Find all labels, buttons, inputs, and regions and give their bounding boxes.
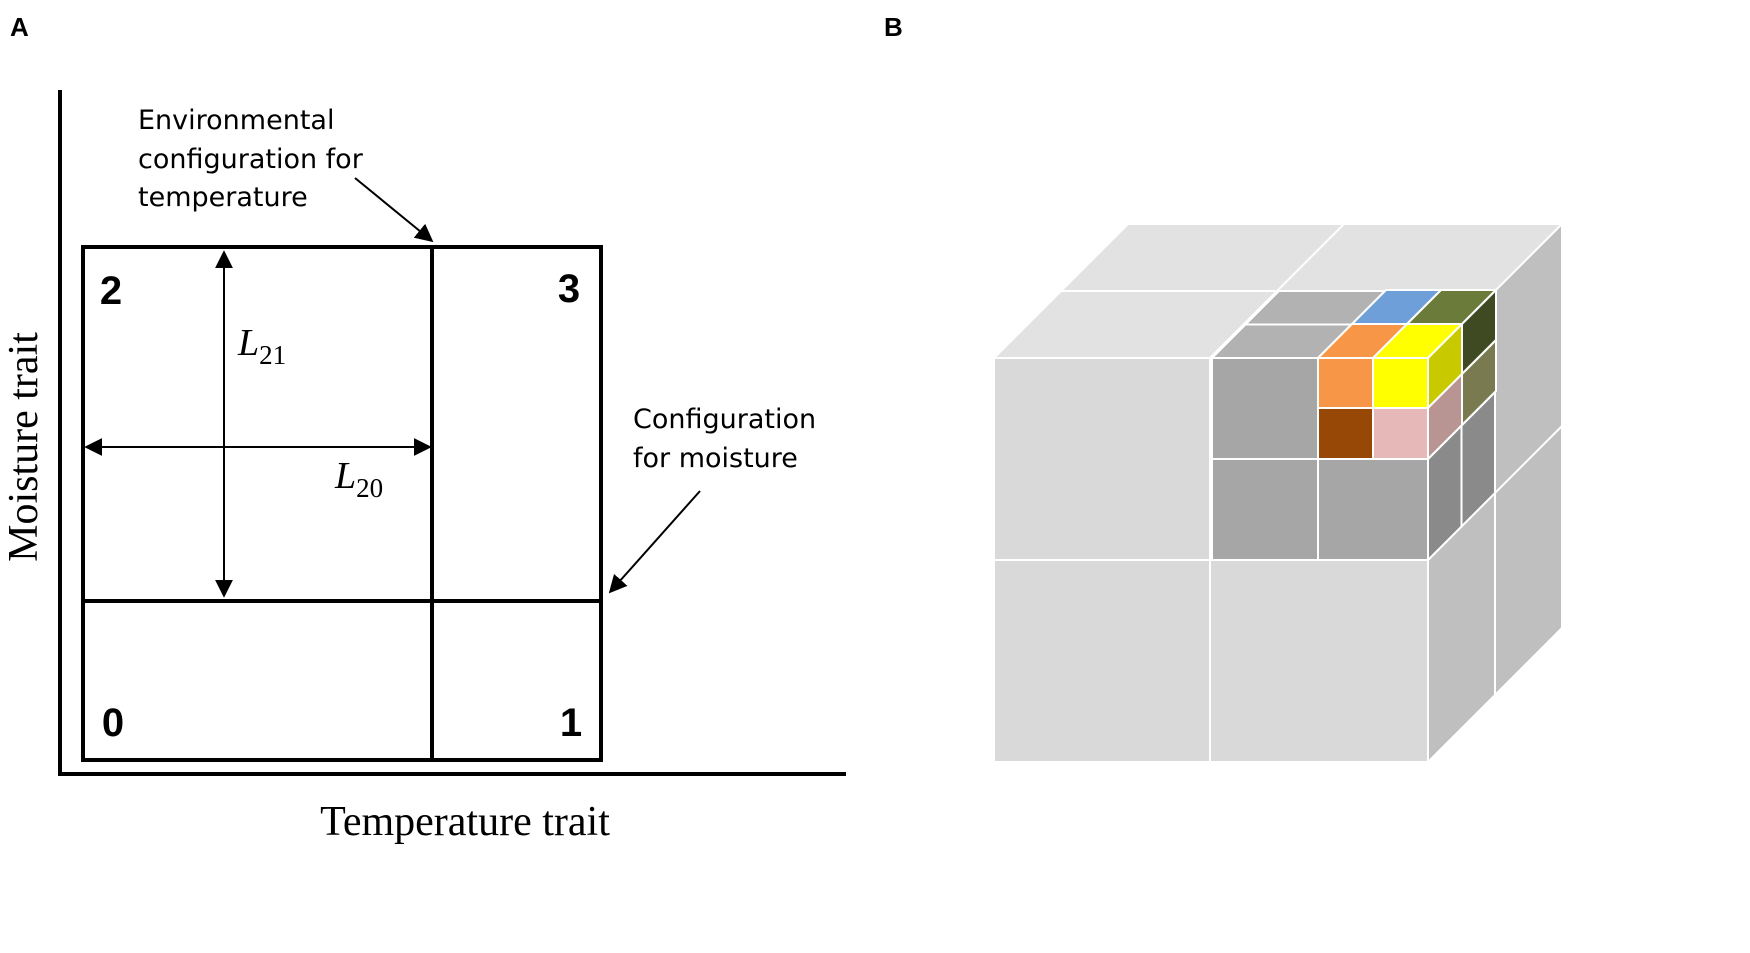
level2-front-bottom-left: [1211, 458, 1319, 561]
sub-cube-front-top-left: [993, 357, 1211, 561]
y-axis-label: Moisture trait: [1, 332, 47, 562]
quadrant-2-label: 2: [100, 269, 122, 313]
quadrant-1-label: 1: [560, 701, 582, 745]
temperature-annotation-line-2: configuration for: [138, 144, 364, 175]
moisture-annotation-arrow: [608, 490, 701, 594]
l21-label: L21: [237, 322, 286, 370]
quadrant-3-label: 3: [558, 267, 580, 311]
level3-front-top-right: [1372, 357, 1429, 409]
big-cube-top-divider-1: [1209, 223, 1345, 359]
level3-front-bottom-left: [1317, 407, 1374, 460]
temperature-annotation: Environmental configuration for temperat…: [138, 105, 434, 243]
panel-a-letter: A: [10, 12, 29, 42]
moisture-annotation: Configuration for moisture: [608, 404, 816, 594]
sub-cube-front-bottom-right: [1209, 559, 1429, 763]
panel-a: A Temperature trait Moisture trait 0 1 2…: [1, 12, 846, 845]
panel-b: B: [884, 12, 1563, 763]
nested-cube-diagram: [993, 223, 1563, 763]
quadrant-0-label: 0: [102, 701, 124, 745]
temperature-annotation-arrow: [354, 177, 434, 243]
temperature-annotation-line-1: Environmental: [138, 105, 334, 136]
moisture-annotation-line-1: Configuration: [633, 404, 816, 435]
level2-front-bottom-right: [1317, 458, 1429, 561]
moisture-annotation-line-2: for moisture: [633, 443, 798, 474]
sub-cube-front-bottom-left: [993, 559, 1211, 763]
l20-label: L20: [334, 455, 383, 503]
panel-b-letter: B: [884, 12, 903, 42]
temperature-annotation-line-3: temperature: [138, 182, 308, 213]
configuration-box: [81, 245, 603, 762]
x-axis-label: Temperature trait: [320, 799, 610, 845]
level3-front-bottom-right: [1372, 407, 1429, 460]
level3-front-top-left: [1317, 357, 1374, 409]
level2-front-top-left: [1211, 357, 1319, 460]
level3-right-bottom-back: [1461, 339, 1497, 426]
